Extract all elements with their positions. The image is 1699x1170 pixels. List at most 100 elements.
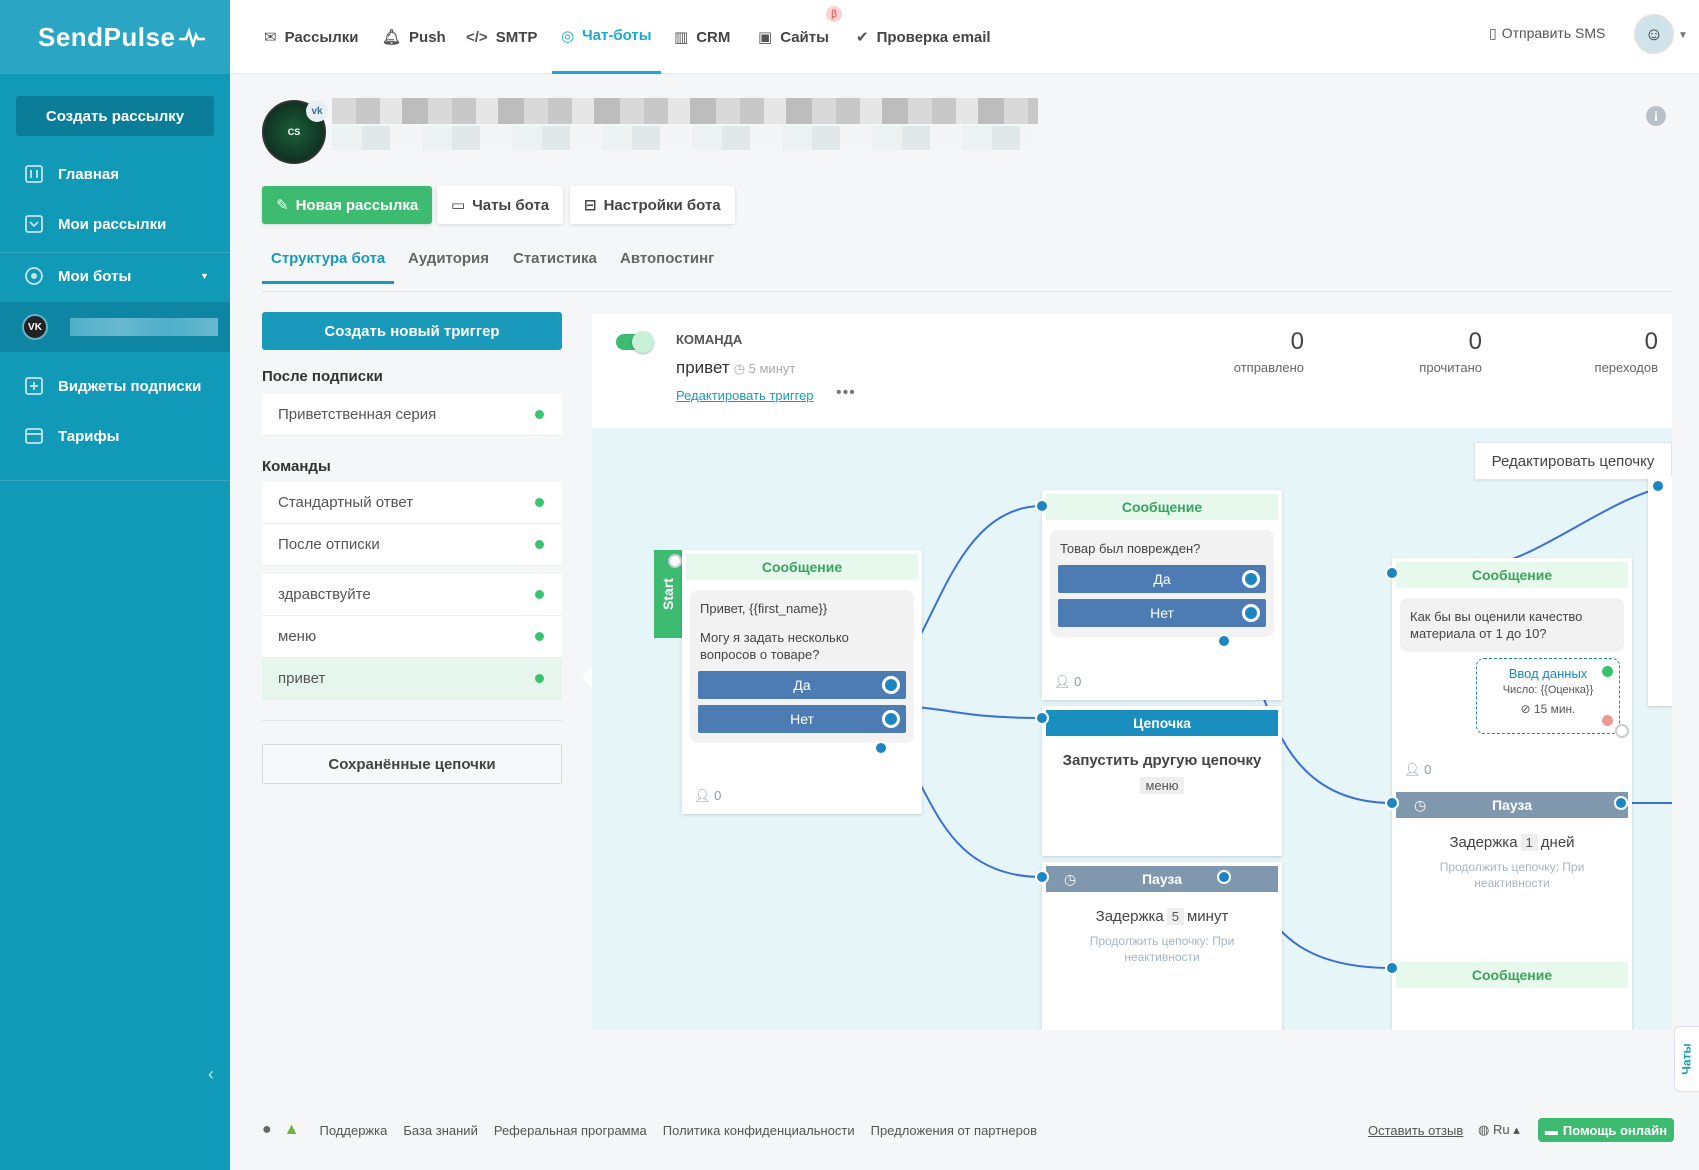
trigger-toggle[interactable]	[616, 331, 654, 353]
connector-port[interactable]	[1651, 479, 1665, 493]
feedback-link[interactable]: Оставить отзыв	[1368, 1122, 1464, 1138]
sidebar-item-my-campaigns[interactable]: Мои рассылки	[0, 198, 230, 250]
footer-link-kb[interactable]: База знаний	[403, 1122, 478, 1138]
commands-title: Команды	[262, 458, 331, 475]
apple-icon[interactable]: ●	[262, 1121, 272, 1138]
connector-port[interactable]	[1615, 724, 1629, 738]
connector-port[interactable]	[1035, 499, 1049, 513]
android-icon[interactable]: ▲	[283, 1121, 300, 1138]
message-node-2[interactable]: Сообщение Товар был поврежден? Да Нет 👤︎…	[1042, 490, 1282, 700]
sidebar-item-widgets[interactable]: Виджеты подписки	[0, 360, 230, 412]
info-icon[interactable]: i	[1646, 106, 1666, 126]
bot-chats-button[interactable]: ▭Чаты бота	[437, 186, 564, 224]
edit-trigger-link[interactable]: Редактировать триггер	[676, 388, 814, 403]
trigger-hello[interactable]: здравствуйте	[262, 574, 562, 616]
button-no[interactable]: Нет	[1058, 599, 1266, 627]
tariff-icon	[25, 428, 43, 444]
footer-link-support[interactable]: Поддержка	[319, 1122, 388, 1138]
bot-settings-button[interactable]: ⊟Настройки бота	[570, 186, 735, 224]
message-node-4[interactable]: Сообщение	[1392, 958, 1632, 1030]
chain-node[interactable]: Цепочка Запустить другую цепочку меню	[1042, 706, 1282, 856]
connector-port[interactable]	[1035, 870, 1049, 884]
chats-side-tab[interactable]: Чаты	[1674, 1026, 1699, 1092]
connector-port[interactable]	[1217, 634, 1231, 648]
create-trigger-button[interactable]: Создать новый триггер	[262, 312, 562, 350]
nav-push[interactable]: 🔔︎Push	[382, 28, 446, 47]
tab-statistics[interactable]: Статистика	[513, 250, 597, 267]
connector-port[interactable]	[668, 554, 682, 568]
sidebar-item-label: Главная	[58, 165, 120, 183]
user-avatar[interactable]: ☺	[1634, 14, 1674, 54]
caret-down-icon: ▼	[200, 271, 209, 281]
edit-chain-button[interactable]: Редактировать цепочку	[1474, 442, 1672, 480]
sidebar-item-home[interactable]: Главная	[0, 148, 230, 200]
saved-chains-button[interactable]: Сохранённые цепочки	[262, 744, 562, 784]
nav-crm[interactable]: ▥CRM	[674, 28, 731, 47]
trigger-privet[interactable]: привет	[262, 658, 562, 700]
nav-email-check[interactable]: ✔Проверка email	[856, 28, 991, 47]
connector-port[interactable]	[1602, 666, 1613, 677]
connector-port[interactable]	[1385, 961, 1399, 975]
more-icon[interactable]: •••	[836, 384, 856, 401]
connector-port[interactable]	[1035, 711, 1049, 725]
footer-link-referral[interactable]: Реферальная программа	[493, 1122, 647, 1138]
flow-canvas[interactable]: Редактировать цепочку Start Сообщение Пр…	[592, 428, 1672, 1030]
connector-port[interactable]	[874, 741, 888, 755]
new-campaign-button[interactable]: ✎Новая рассылка	[262, 186, 433, 224]
button-yes[interactable]: Да	[1058, 565, 1266, 593]
globe-icon: ◍	[1478, 1122, 1493, 1137]
code-icon: </>	[466, 28, 488, 46]
help-online-button[interactable]: ▬Помощь онлайн	[1538, 1118, 1674, 1142]
tab-audience[interactable]: Аудитория	[408, 250, 489, 267]
chat-icon: ▬	[1544, 1122, 1558, 1138]
connector-port[interactable]	[1242, 570, 1260, 588]
connector-port[interactable]	[1385, 796, 1399, 810]
sendpulse-logo[interactable]: SendPulse	[0, 0, 230, 74]
pulse-icon	[179, 27, 206, 47]
tab-bot-structure[interactable]: Структура бота	[262, 250, 395, 284]
nav-sites[interactable]: ▣Сайты	[758, 28, 829, 47]
connector-port[interactable]	[1242, 604, 1260, 622]
create-campaign-button[interactable]: Создать рассылку	[16, 96, 214, 136]
sidebar-item-my-bots[interactable]: Мои боты ▼	[0, 250, 230, 302]
message-node-1[interactable]: Сообщение Привет, {{first_name}} Могу я …	[682, 550, 922, 814]
button-no[interactable]: Нет	[698, 705, 906, 733]
language-selector[interactable]: ◍ Ru ▴	[1478, 1122, 1520, 1137]
footer-link-privacy[interactable]: Политика конфиденциальности	[662, 1122, 855, 1138]
trigger-standard-reply[interactable]: Стандартный ответ	[262, 482, 562, 524]
mail-icon	[25, 215, 43, 233]
connector-port[interactable]	[882, 710, 900, 728]
subscriber-count: 👤︎ 0	[1404, 762, 1432, 777]
connector-port[interactable]	[1602, 715, 1613, 726]
node-header: Сообщение	[686, 554, 918, 580]
connector-port[interactable]	[1385, 566, 1399, 580]
sidebar-bot-item[interactable]: VK	[0, 302, 230, 352]
tab-autoposting[interactable]: Автопостинг	[620, 250, 715, 267]
sidebar-item-tariffs[interactable]: Тарифы	[0, 410, 230, 462]
data-input-block[interactable]: Ввод данных Число: {{Оценка}} ⊘ 15 мин.	[1476, 658, 1620, 734]
trigger-after-unsubscribe[interactable]: После отписки	[262, 524, 562, 566]
caret-down-icon[interactable]: ▼	[1678, 30, 1688, 41]
button-yes[interactable]: Да	[698, 671, 906, 699]
message-text: Как бы вы оценили качество материала от …	[1400, 598, 1624, 652]
connector-port[interactable]	[1614, 796, 1628, 810]
trigger-name: привет◷ 5 минут	[676, 358, 796, 377]
logo-text: SendPulse	[38, 21, 176, 52]
collapse-sidebar-icon[interactable]: ‹	[208, 1064, 214, 1084]
trigger-menu[interactable]: меню	[262, 616, 562, 658]
nav-smtp[interactable]: </>SMTP	[466, 28, 538, 46]
trigger-type-label: КОМАНДА	[676, 332, 743, 347]
nav-campaigns[interactable]: ✉Рассылки	[264, 28, 359, 47]
connector-port[interactable]	[882, 676, 900, 694]
clock-icon: ◷	[733, 361, 749, 376]
send-sms-link[interactable]: ▯Отправить SMS	[1489, 24, 1606, 42]
trigger-welcome-series[interactable]: Приветственная серия	[262, 394, 562, 436]
user-icon: 👤︎	[1404, 762, 1425, 777]
message-node-partial[interactable]	[1648, 476, 1672, 706]
connector-port[interactable]	[1217, 870, 1231, 884]
footer-link-partners[interactable]: Предложения от партнеров	[870, 1122, 1037, 1138]
nav-chatbots[interactable]: ◎Чат-боты	[552, 0, 661, 74]
